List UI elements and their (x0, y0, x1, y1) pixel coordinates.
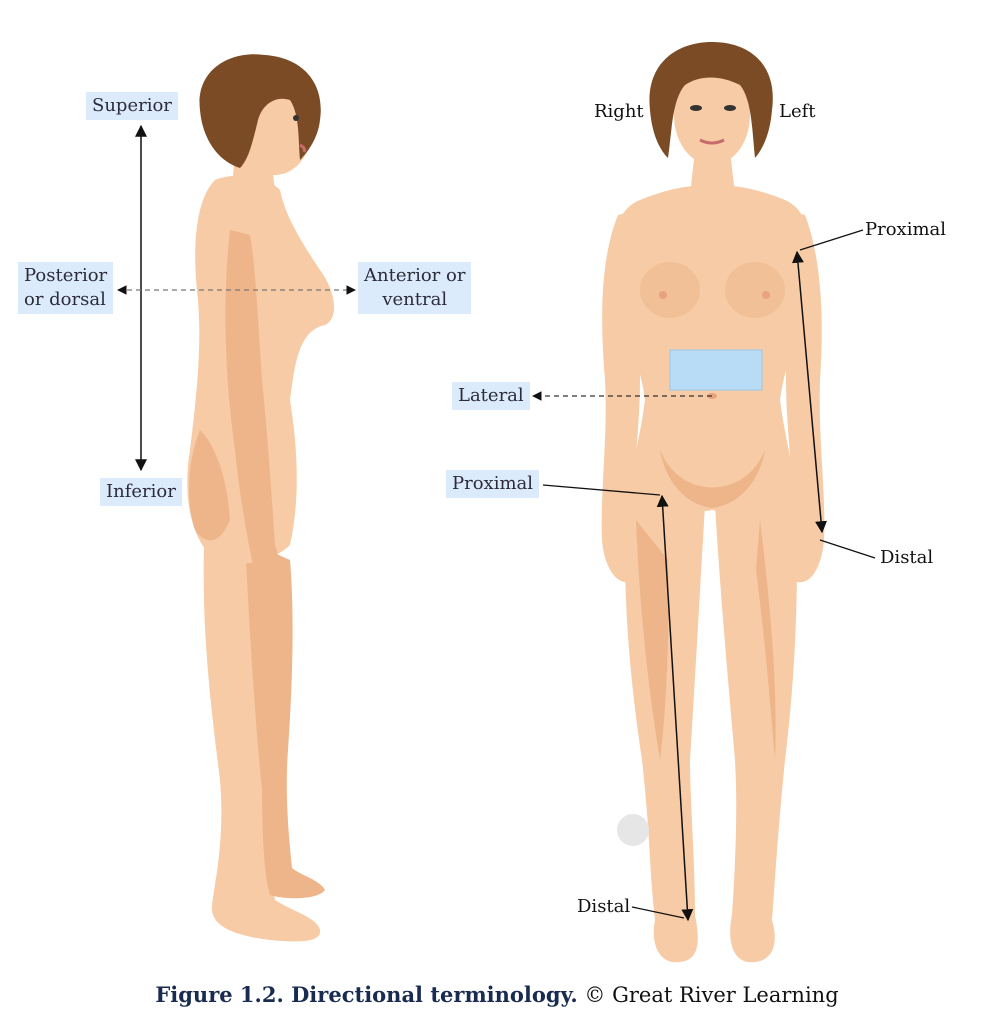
arm-proximal-distal-arrow (791, 250, 828, 534)
arm-distal-leader (819, 539, 876, 559)
label-posterior: Posterior or dorsal (18, 262, 114, 314)
label-proximal-leg: Proximal (446, 470, 540, 498)
label-superior: Superior (86, 92, 178, 120)
leg-distal-leader (631, 906, 685, 919)
arrows (117, 124, 876, 922)
label-distal-arm: Distal (880, 547, 934, 568)
leg-proximal-distal-arrow (656, 494, 694, 922)
label-right: Right (594, 101, 644, 122)
gray-dot (617, 814, 649, 846)
belly-highlight-box (669, 349, 763, 391)
side-view-body (187, 54, 335, 942)
figure-caption: Figure 1.2. Directional terminology. © G… (0, 982, 994, 1007)
label-proximal-arm: Proximal (865, 219, 947, 240)
label-left: Left (779, 101, 816, 122)
label-distal-leg: Distal (577, 896, 631, 917)
caption-title: Figure 1.2. Directional terminology. (155, 982, 578, 1007)
leg-proximal-leader (542, 484, 661, 496)
label-anterior: Anterior or ventral (358, 262, 472, 314)
label-inferior: Inferior (100, 478, 182, 506)
label-lateral: Lateral (452, 382, 530, 410)
caption-credit: © Great River Learning (584, 983, 839, 1007)
arm-proximal-leader (799, 229, 864, 251)
